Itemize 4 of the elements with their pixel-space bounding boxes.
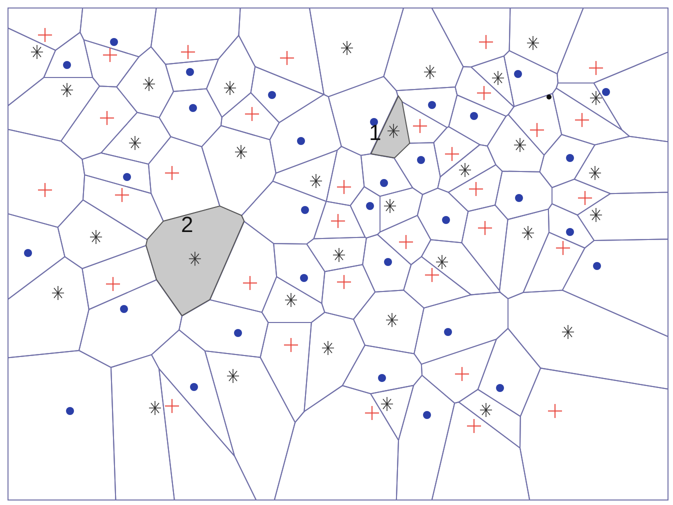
cell-number: 1	[369, 122, 382, 144]
shaded-cell	[370, 96, 410, 158]
cell-number: 2	[180, 214, 194, 236]
shaded-cell	[146, 206, 244, 316]
